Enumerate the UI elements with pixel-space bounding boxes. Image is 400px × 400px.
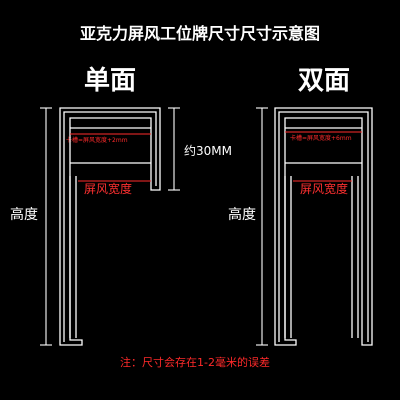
single-slot-formula-label: 卡槽=屏风宽度+2mm	[66, 137, 128, 144]
single-approx-depth-label: 约30MM	[184, 144, 232, 158]
single-height-label: 高度	[10, 207, 38, 223]
single-depth-dimension	[168, 107, 180, 191]
double-sided-heading: 双面	[298, 66, 351, 96]
double-panel-width-label: 屏风宽度	[300, 182, 349, 196]
double-height-dimension	[256, 107, 268, 346]
single-sided-heading: 单面	[84, 66, 137, 96]
double-slot-formula-label: 卡槽=屏风宽度+6mm	[290, 135, 352, 142]
single-height-dimension	[40, 107, 52, 346]
double-profile-outline	[274, 107, 373, 346]
single-profile-outline	[59, 107, 161, 346]
tolerance-note: 注：尺寸会存在1-2毫米的误差	[120, 356, 270, 369]
single-panel-width-label: 屏风宽度	[84, 182, 133, 196]
diagram-title: 亚克力屏风工位牌尺寸尺寸示意图	[79, 24, 320, 43]
double-height-label: 高度	[228, 207, 256, 223]
